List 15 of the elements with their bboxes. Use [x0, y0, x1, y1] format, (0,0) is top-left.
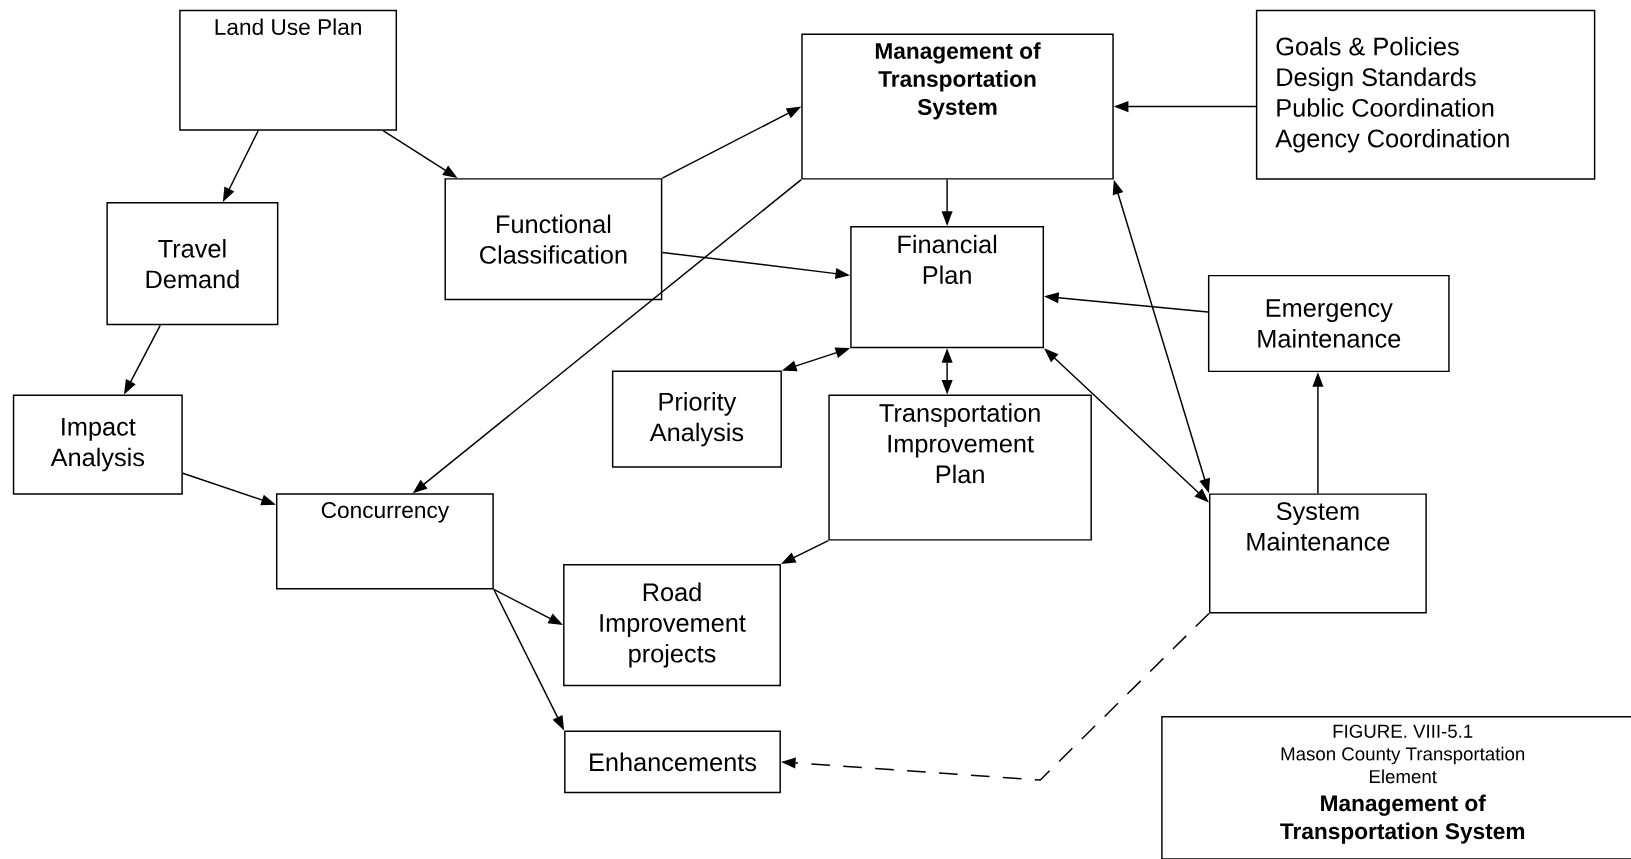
process-box: Enhancements — [564, 730, 781, 794]
process-box: Goals & Policies Design Standards Public Coordination Agency Coordination — [1255, 9, 1596, 180]
process-box: Functional Classification — [444, 178, 663, 301]
caption-box: FIGURE. VIII-5.1 Mason County Transportation Element Management of Transportation System — [1161, 715, 1631, 859]
process-box: Impact Analysis — [12, 394, 183, 495]
process-box: Transportation Improvement Plan — [828, 394, 1092, 541]
process-box: Concurrency — [275, 493, 494, 590]
process-box: Financial Plan — [850, 226, 1045, 349]
process-box: Land Use Plan — [179, 9, 398, 131]
process-box: Emergency Maintenance — [1207, 274, 1450, 373]
process-box: Management of Transportation System — [801, 33, 1114, 180]
process-box: Priority Analysis — [611, 370, 782, 468]
process-box: Road Improvement projects — [563, 564, 781, 687]
process-box: System Maintenance — [1208, 493, 1427, 614]
process-box: Travel Demand — [106, 202, 279, 326]
